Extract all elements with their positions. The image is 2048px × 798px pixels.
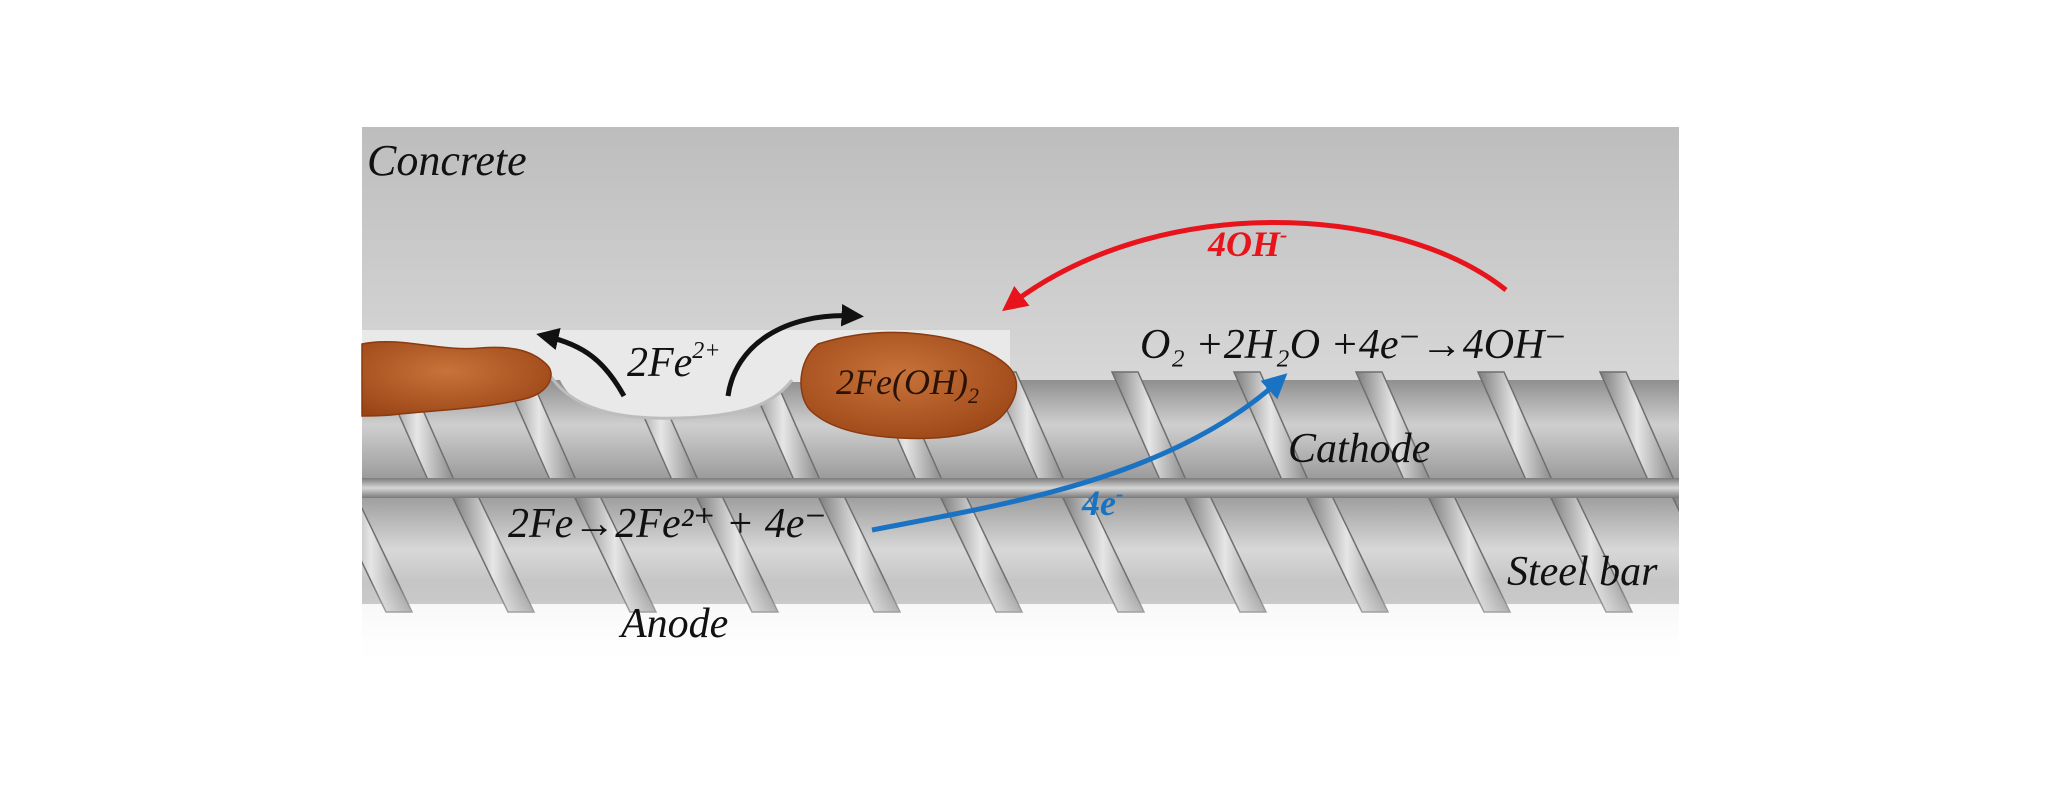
fe-ion-arrow-right bbox=[725, 304, 864, 397]
electron-arrow bbox=[871, 373, 1288, 533]
fe2-ion-label: 2Fe2+ bbox=[627, 338, 721, 386]
steel-bar-label: Steel bar bbox=[1507, 549, 1658, 595]
bar-seam bbox=[362, 478, 1679, 498]
hydroxide-label: 4OH- bbox=[1207, 222, 1287, 264]
hydroxide-arrow bbox=[1002, 220, 1508, 312]
rust-deposit-fe-oh2 bbox=[800, 331, 1018, 440]
concrete-label: Concrete bbox=[367, 136, 527, 185]
bar-rib bbox=[1670, 495, 1679, 513]
anode-label: Anode bbox=[618, 601, 728, 647]
rust-deposit-left bbox=[361, 341, 552, 417]
fe-oh2-label: 2Fe(OH)2 bbox=[836, 362, 979, 408]
electron-label: 4e- bbox=[1081, 481, 1123, 523]
cathode-reaction: O₂ +2H₂O +4e⁻→4OH⁻ bbox=[1140, 322, 1567, 368]
anode-reaction: 2Fe→2Fe²⁺ + 4e⁻ bbox=[508, 501, 827, 547]
cathode-label: Cathode bbox=[1288, 426, 1430, 472]
fe-ion-arrow-left bbox=[536, 327, 627, 398]
